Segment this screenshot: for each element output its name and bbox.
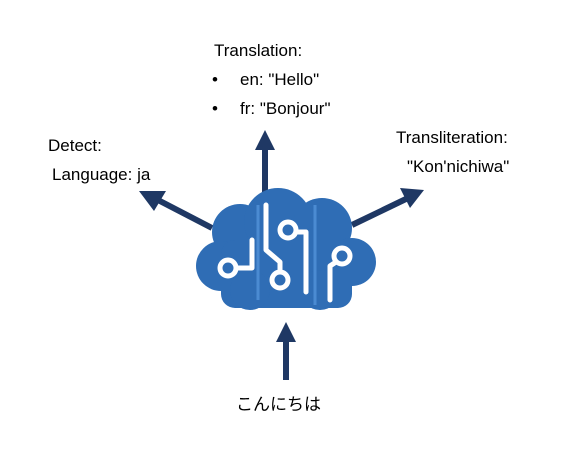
bullet-icon: • <box>212 70 218 89</box>
arrow-to-detect <box>139 191 214 231</box>
transliteration-value: "Kon'nichiwa" <box>407 157 510 176</box>
translation-item-fr-text: fr: "Bonjour" <box>240 99 331 118</box>
arrow-to-translation <box>255 130 275 198</box>
input-text: こんにちは <box>236 395 321 414</box>
translation-item-fr: • fr: "Bonjour" <box>212 98 331 120</box>
translation-heading: Translation: <box>214 41 303 60</box>
detect-language: Language: ja <box>52 165 151 184</box>
cognitive-brain-cloud-icon <box>196 188 376 310</box>
translation-item-en-text: en: "Hello" <box>240 70 320 89</box>
arrow-to-transliteration <box>350 188 424 228</box>
arrow-from-input <box>276 322 296 380</box>
transliteration-heading: Transliteration: <box>396 128 508 147</box>
detect-heading: Detect: <box>48 136 102 155</box>
bullet-icon: • <box>212 99 218 118</box>
translation-item-en: • en: "Hello" <box>212 69 319 91</box>
